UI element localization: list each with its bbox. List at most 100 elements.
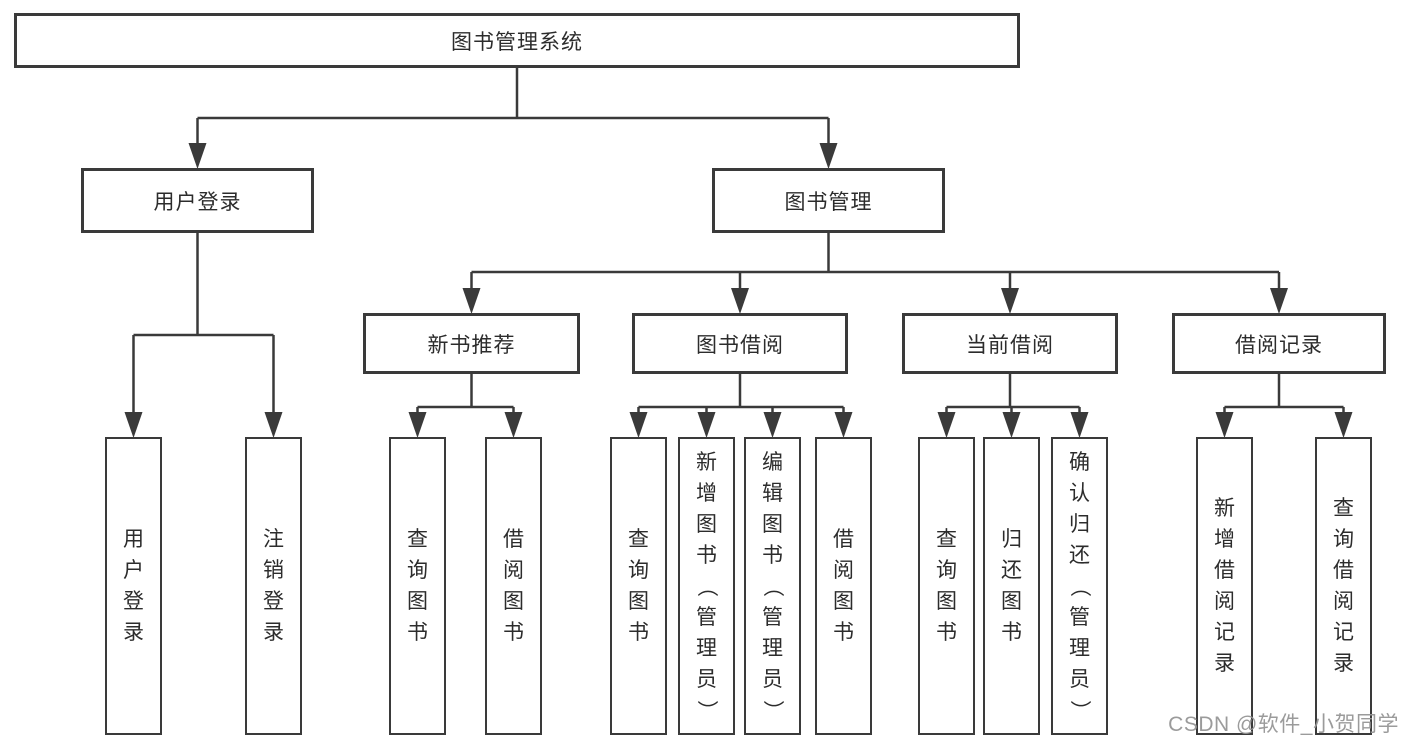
node-label: 当前借阅	[966, 333, 1054, 357]
node-label-char: 注	[263, 528, 284, 551]
node-label-char: 记	[1214, 621, 1235, 644]
node-label-char: 管	[762, 605, 783, 629]
arrowhead-icon	[124, 412, 143, 438]
arrowhead-icon	[1002, 412, 1021, 438]
node-label-char: （	[1068, 575, 1091, 597]
arrowhead-icon	[819, 143, 838, 169]
node-label-char: 书	[1001, 621, 1022, 644]
node-current-borrow: 当前借阅	[902, 313, 1118, 374]
arrowhead-icon	[1070, 412, 1089, 438]
node-root: 图书管理系统	[14, 13, 1020, 68]
node-label-char: 理	[762, 636, 783, 660]
node-label: 图书管理系统	[451, 30, 583, 54]
node-label-char: 借	[503, 528, 524, 551]
node-label-char: 询	[936, 559, 957, 582]
node-label-char: 用	[123, 528, 144, 551]
node-label-char: 书	[696, 543, 717, 567]
node-label: 新书推荐	[427, 333, 516, 357]
node-leaf-query-book-2: 查询图书	[610, 437, 667, 735]
node-label-char: 记	[1333, 621, 1354, 644]
node-label-char: 录	[1333, 652, 1354, 675]
node-label-char: 查	[1333, 497, 1354, 520]
arrowhead-icon	[1334, 412, 1353, 438]
node-label: 图书借阅	[696, 333, 784, 357]
node-borrow-records: 借阅记录	[1172, 313, 1386, 374]
node-label-char: 书	[628, 621, 649, 644]
arrowhead-icon	[408, 412, 427, 438]
node-label-char: 增	[696, 481, 717, 505]
node-user-login: 用户登录	[81, 168, 314, 233]
node-label-char: 员	[762, 667, 783, 691]
node-label-char: 书	[833, 621, 854, 644]
node-label-char: 询	[628, 559, 649, 582]
node-leaf-borrow-book-1: 借阅图书	[485, 437, 542, 735]
node-label-char: 增	[1214, 528, 1235, 551]
node-label-char: 图	[503, 590, 524, 613]
node-label: 借阅记录	[1235, 333, 1323, 357]
node-label-char: 借	[833, 528, 854, 551]
node-leaf-return-book: 归还图书	[983, 437, 1040, 735]
node-label-char: 查	[628, 528, 649, 551]
node-label-char: 归	[1001, 528, 1022, 551]
node-label: 图书管理	[784, 190, 873, 214]
arrowhead-icon	[1001, 288, 1019, 314]
node-label-char: 图	[696, 512, 717, 536]
node-label-char: 询	[1333, 528, 1354, 551]
arrowhead-icon	[763, 412, 782, 438]
node-label-char: 录	[1214, 652, 1235, 675]
node-label-char: 管	[1069, 605, 1090, 629]
node-label-char: 图	[833, 590, 854, 613]
node-leaf-query-borrow-record: 查询借阅记录	[1315, 437, 1372, 735]
node-label-char: 登	[263, 590, 284, 613]
node-label-char: 理	[1069, 636, 1090, 660]
node-label-char: （	[695, 575, 718, 597]
node-label-char: 图	[628, 590, 649, 613]
arrowhead-icon	[937, 412, 956, 438]
node-label-char: 录	[263, 621, 284, 644]
arrowhead-icon	[697, 412, 716, 438]
node-label-char: 询	[407, 559, 428, 582]
node-label-char: 编	[762, 450, 783, 474]
node-label-char: 书	[762, 543, 783, 567]
node-label-char: 借	[1333, 559, 1354, 582]
node-label-char: 还	[1069, 543, 1090, 567]
node-leaf-logout: 注销登录	[245, 437, 302, 735]
node-label-char: 登	[123, 590, 144, 613]
node-label-char: ）	[761, 699, 784, 721]
node-book-management: 图书管理	[712, 168, 945, 233]
node-label-char: 阅	[503, 559, 524, 582]
node-label-char: 确	[1069, 450, 1090, 474]
node-label-char: 图	[936, 590, 957, 613]
node-leaf-confirm-return: 确认归还（管理员）	[1051, 437, 1108, 735]
node-leaf-borrow-book-2: 借阅图书	[815, 437, 872, 735]
arrowhead-icon	[264, 412, 283, 438]
node-label-char: 户	[123, 559, 144, 582]
arrowhead-icon	[1270, 288, 1288, 314]
node-label-char: 管	[696, 605, 717, 629]
node-label: 用户登录	[153, 190, 242, 214]
arrowhead-icon	[731, 288, 749, 314]
arrowhead-icon	[1215, 412, 1234, 438]
node-leaf-edit-book: 编辑图书（管理员）	[744, 437, 801, 735]
node-label-char: 图	[407, 590, 428, 613]
node-label-char: 理	[696, 636, 717, 660]
node-label-char: 书	[407, 621, 428, 644]
node-label-char: 查	[936, 528, 957, 551]
node-label-char: 录	[123, 621, 144, 644]
node-label-char: 图	[1001, 590, 1022, 613]
node-label-char: 图	[762, 512, 783, 536]
node-label-char: 归	[1069, 512, 1090, 536]
arrowhead-icon	[504, 412, 523, 438]
node-label-char: 查	[407, 528, 428, 551]
node-book-borrow: 图书借阅	[632, 313, 848, 374]
node-leaf-add-book: 新增图书（管理员）	[678, 437, 735, 735]
node-label-char: ）	[695, 699, 718, 721]
arrowhead-icon	[834, 412, 853, 438]
node-label-char: （	[761, 575, 784, 597]
node-label-char: 员	[696, 667, 717, 691]
node-label-char: 书	[936, 621, 957, 644]
node-label-char: 阅	[833, 559, 854, 582]
arrowhead-icon	[462, 288, 481, 314]
